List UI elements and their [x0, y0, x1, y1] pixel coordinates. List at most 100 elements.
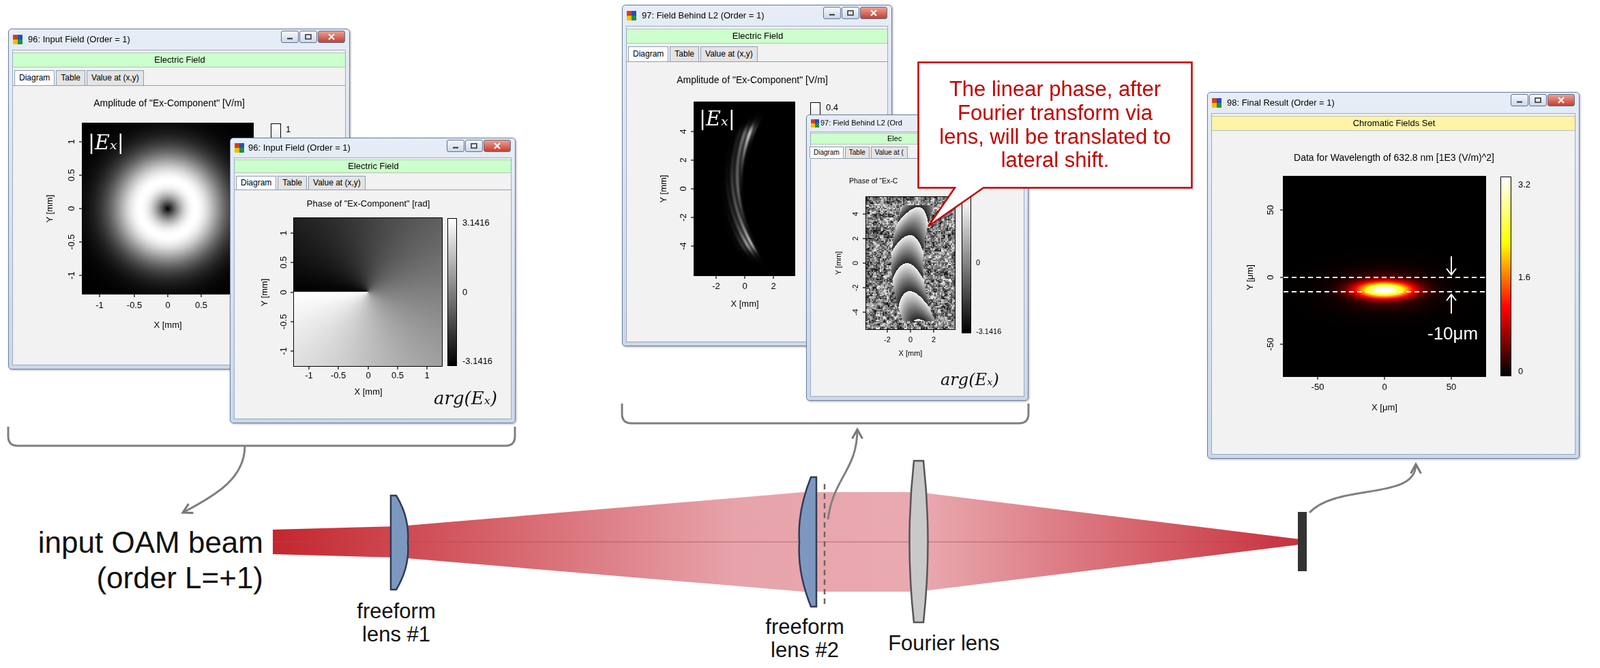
tick-mark: [79, 274, 83, 276]
window-title: 98: Final Result (Order = 1): [1226, 97, 1335, 109]
axis-label: Y [mm]: [259, 278, 271, 307]
window-button: [317, 30, 346, 43]
tick-mark: [290, 232, 294, 234]
panel-header: Electric Field: [732, 30, 783, 42]
window-button: [1547, 94, 1575, 107]
tick-label: -4: [677, 242, 689, 251]
bracket: [621, 403, 1029, 424]
tick-label: 0: [165, 300, 170, 311]
tick-mark: [1383, 376, 1385, 380]
window-title: 97: Field Behind L2 (Ord: [820, 118, 903, 128]
tick-mark: [79, 174, 83, 176]
maximize-glyph: [1535, 98, 1541, 103]
side-label: 0: [975, 258, 981, 268]
window-icon: [17, 34, 23, 40]
window-title: 96: Input Field (Order = 1): [248, 142, 351, 154]
side-label: 3.1416: [462, 217, 490, 229]
window-button: [280, 30, 299, 43]
window-icon: [17, 39, 23, 45]
minimize-glyph: [452, 147, 459, 149]
side-label: 0.4: [825, 102, 839, 114]
tick-label: 0.5: [195, 300, 208, 311]
tick-mark: [1280, 209, 1284, 211]
button-glyph: [1511, 94, 1528, 106]
button-glyph: [1548, 94, 1575, 106]
tick-mark: [690, 216, 695, 218]
tick-label: 0: [1381, 381, 1387, 393]
window-icon: [1211, 98, 1217, 103]
tab-label: Table: [845, 146, 870, 159]
plot-frame: [694, 102, 796, 277]
tick-label: 0: [278, 289, 290, 295]
reference-line: [1283, 276, 1486, 279]
tick-label: -1: [278, 347, 290, 356]
tick-label: -2: [883, 335, 891, 345]
tick-mark: [337, 366, 339, 370]
part-label: input OAM beam (order L=+1): [13, 525, 264, 597]
window-icon: [234, 147, 240, 153]
window-button: [465, 139, 483, 153]
tick-label: -50: [1311, 381, 1325, 393]
tab-label: Table: [277, 175, 307, 190]
tick-label: 1: [424, 370, 429, 382]
tick-label: 2: [677, 157, 689, 163]
callout-box: The linear phase, after Fourier transfor…: [917, 61, 1193, 189]
minimize-glyph: [287, 38, 293, 40]
button-glyph: [447, 140, 464, 152]
window-icon: [626, 15, 632, 21]
math-label: -10μm: [1427, 323, 1478, 345]
tick-label: -2: [851, 284, 861, 292]
tab-label: Table: [669, 46, 700, 62]
math-label: arg(Eₓ): [433, 388, 498, 410]
plot-label: X [mm]: [730, 298, 759, 310]
tick-mark: [367, 366, 369, 370]
tick-label: 0: [908, 335, 913, 345]
maximize-glyph: [305, 34, 311, 39]
side-label: 0: [462, 287, 468, 299]
tick-mark: [932, 329, 934, 333]
button-glyph: [465, 140, 483, 152]
window-button: [823, 6, 841, 20]
tick-mark: [133, 293, 135, 298]
tick-mark: [79, 141, 83, 142]
tick-label: 0.5: [66, 169, 78, 182]
maximize-glyph: [847, 10, 854, 16]
tick-label: 0.5: [278, 256, 290, 269]
plot-frame: [293, 218, 443, 367]
tick-mark: [290, 291, 294, 293]
freeform-lens: [799, 477, 817, 607]
panel-header: Electric Field: [154, 54, 205, 66]
tick-label: 2: [770, 280, 776, 292]
tick-mark: [744, 275, 745, 279]
window-icon: [1211, 102, 1217, 108]
tick-label: -0.5: [330, 370, 346, 382]
side-label: Phase of "Ex-C: [849, 176, 898, 186]
tick-mark: [1280, 343, 1284, 345]
axis-label: Y [mm]: [658, 175, 670, 204]
tick-label: -2: [677, 213, 689, 222]
tick-mark: [426, 366, 427, 370]
pointer-arrow: [182, 446, 245, 513]
tick-label: 0: [742, 280, 747, 292]
dashed-plane: [823, 484, 826, 609]
tick-mark: [862, 238, 867, 239]
panel-header: Chromatic Fields Set: [1353, 117, 1436, 129]
callout-outline: [918, 62, 1193, 228]
panel-header: Elec: [887, 134, 902, 144]
software-window: 98: Final Result (Order = 1) Chromatic Fi…: [1207, 92, 1580, 459]
tick-label: 1: [278, 230, 290, 236]
tab-line: [626, 61, 888, 63]
pointer-arrow: [1309, 464, 1416, 513]
window-icon: [234, 143, 240, 148]
window-button: [446, 139, 465, 153]
window-title: 97: Field Behind L2 (Order = 1): [641, 10, 765, 22]
button-glyph: [860, 7, 887, 19]
tick-mark: [690, 188, 695, 189]
button-glyph: [281, 31, 299, 43]
tick-label: -0.5: [66, 234, 78, 250]
math-label: arg(Eₓ): [940, 370, 1000, 391]
plot-label: Amplitude of "Ex-Component" [V/m]: [93, 97, 245, 110]
window-icon: [239, 143, 245, 148]
window-icon: [815, 123, 820, 128]
window-button: [860, 6, 888, 20]
